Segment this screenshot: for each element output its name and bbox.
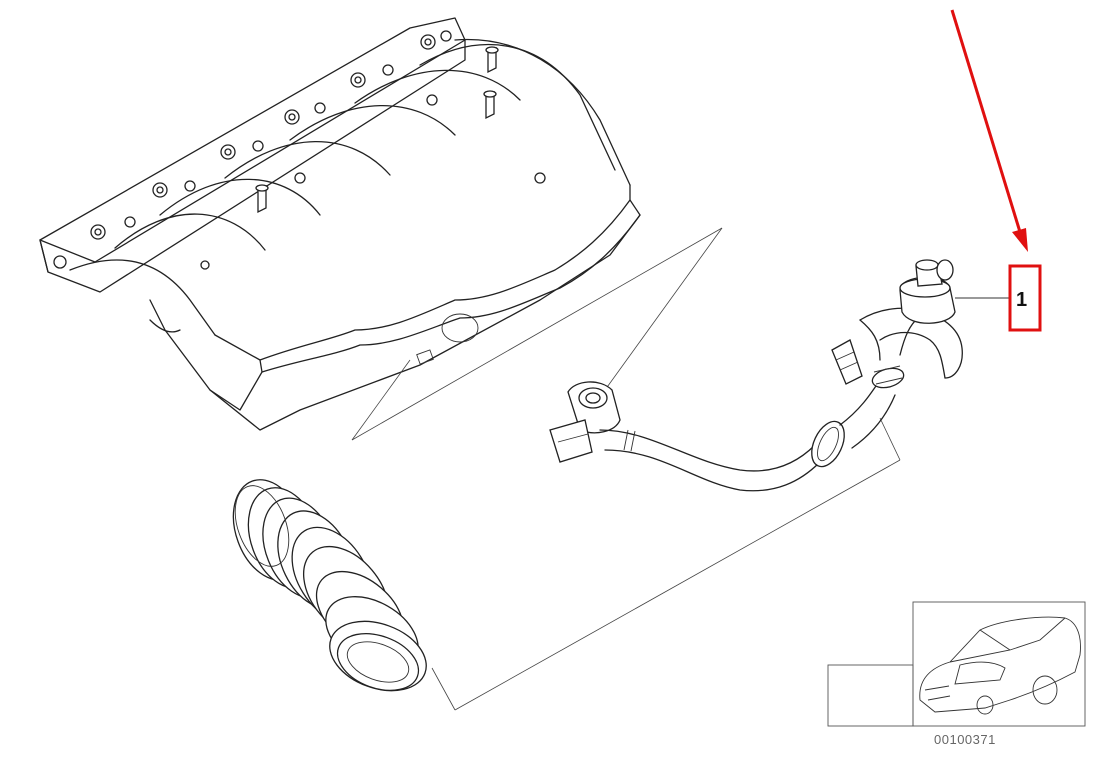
leader-lines	[351, 227, 901, 711]
crankcase-vent-hose-icon	[549, 259, 1010, 492]
intake-manifold-icon	[39, 17, 641, 431]
highlight-box	[1008, 264, 1042, 332]
vehicle-thumbnail-icon	[827, 601, 1086, 727]
highlight-arrow	[950, 9, 1028, 252]
part-callout-number: 1	[1016, 289, 1027, 311]
diagram-reference-code: 00100371	[934, 732, 996, 747]
intake-boot-bellows-icon	[232, 479, 427, 692]
